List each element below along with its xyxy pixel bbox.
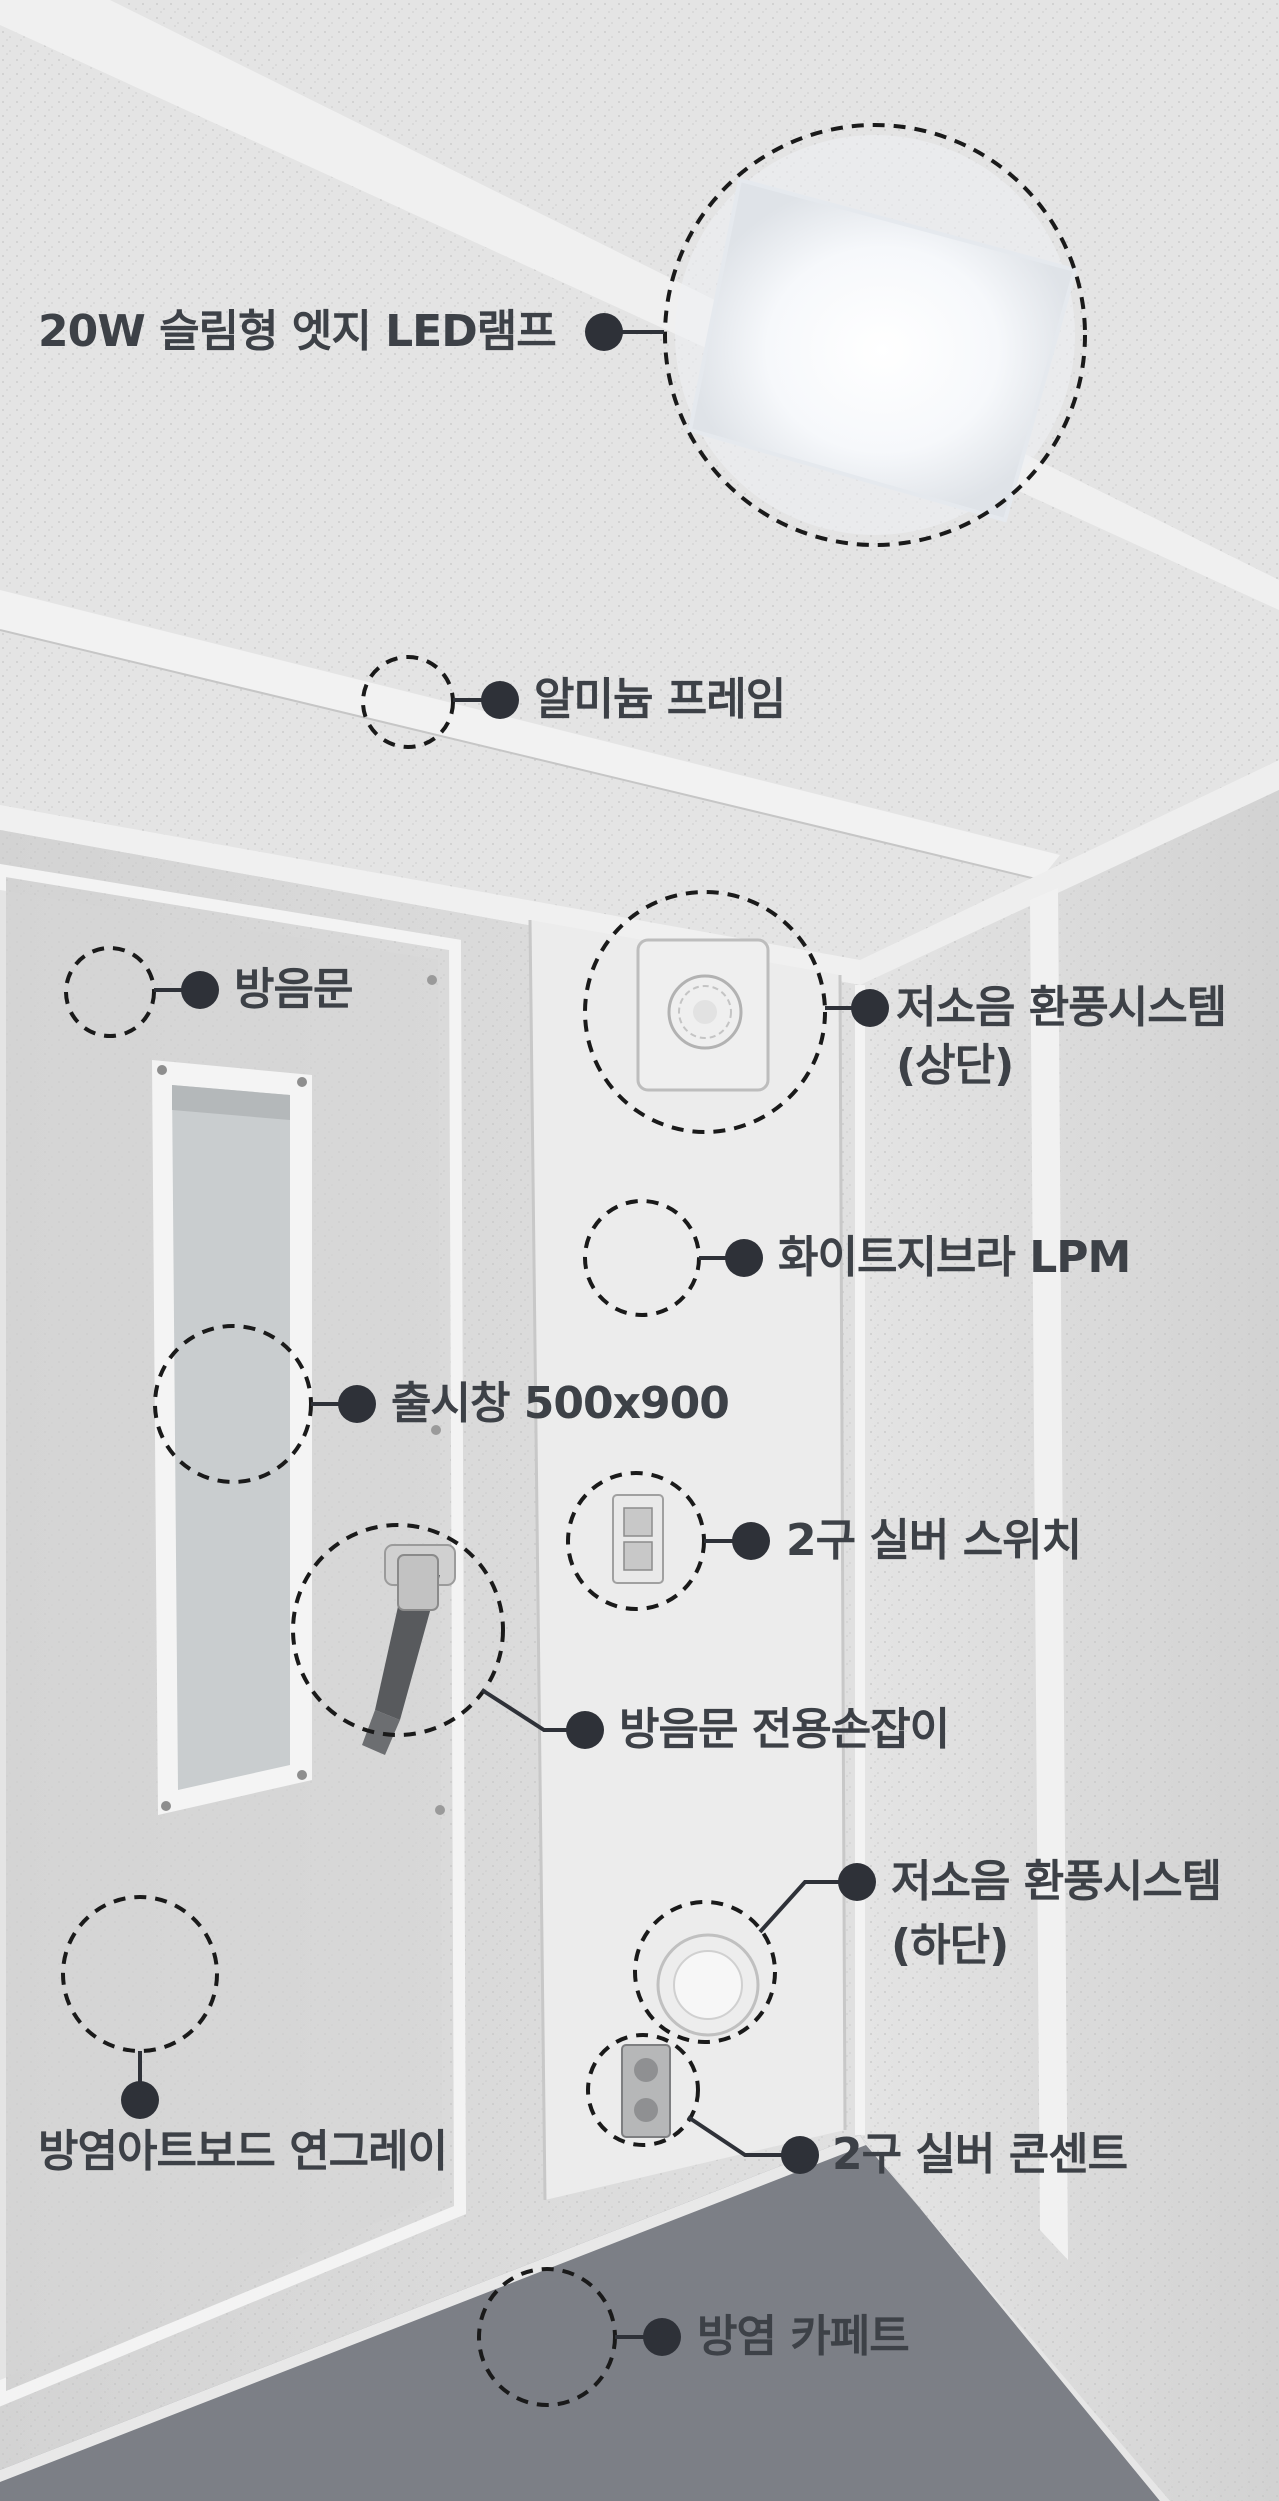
wall-panel-label: 화이트지브라 LPM xyxy=(778,1232,1131,1283)
led-lamp xyxy=(675,135,1078,535)
fireproof-board-label: 방염아트보드 연그레이 xyxy=(38,2126,448,2177)
outlet-label: 2구 실버 콘센트 xyxy=(832,2129,1128,2180)
ventilation-fan-top xyxy=(636,938,770,1092)
callout-dots xyxy=(121,313,889,2356)
door-window xyxy=(152,1060,312,1815)
power-outlet xyxy=(621,2044,671,2138)
white-lpm-panel xyxy=(528,919,847,2201)
outlet-callout-circle xyxy=(586,2033,700,2147)
led-lamp-callout-circle xyxy=(663,123,1087,547)
switch-label: 2구 실버 스위치 xyxy=(786,1515,1082,1566)
fireproof-board-callout-circle xyxy=(61,1895,219,2053)
light-switch xyxy=(612,1494,664,1584)
vent-bottom-label-line2: (하단) xyxy=(891,1920,1009,1971)
vent-bottom-callout-circle xyxy=(633,1900,777,2044)
floor-carpet xyxy=(0,2135,1170,2501)
vent-top-label-line2: (상단) xyxy=(896,1040,1014,1091)
vent-bottom-label-line1: 저소음 환풍시스템 xyxy=(891,1856,1222,1907)
vent-top-label-line1: 저소음 환풍시스템 xyxy=(896,982,1227,1033)
ceiling xyxy=(0,0,1279,965)
door-handle-callout-circle xyxy=(291,1523,505,1737)
led-lamp-label: 20W 슬림형 엣지 LED램프 xyxy=(38,306,557,357)
door-handle xyxy=(362,1544,456,1755)
right-wall xyxy=(855,790,1279,2501)
vent-top-callout-circle xyxy=(583,890,827,1134)
door-handle-label: 방음문 전용손잡이 xyxy=(619,1704,950,1755)
ventilation-fan-bottom xyxy=(656,1933,760,2037)
carpet-label: 방염 카페트 xyxy=(697,2311,910,2362)
soundproof-door-label: 방음문 xyxy=(234,964,353,1015)
window-label: 출시창 500x900 xyxy=(391,1378,730,1429)
aluminum-frame-label: 알미늄 프레임 xyxy=(534,674,786,725)
